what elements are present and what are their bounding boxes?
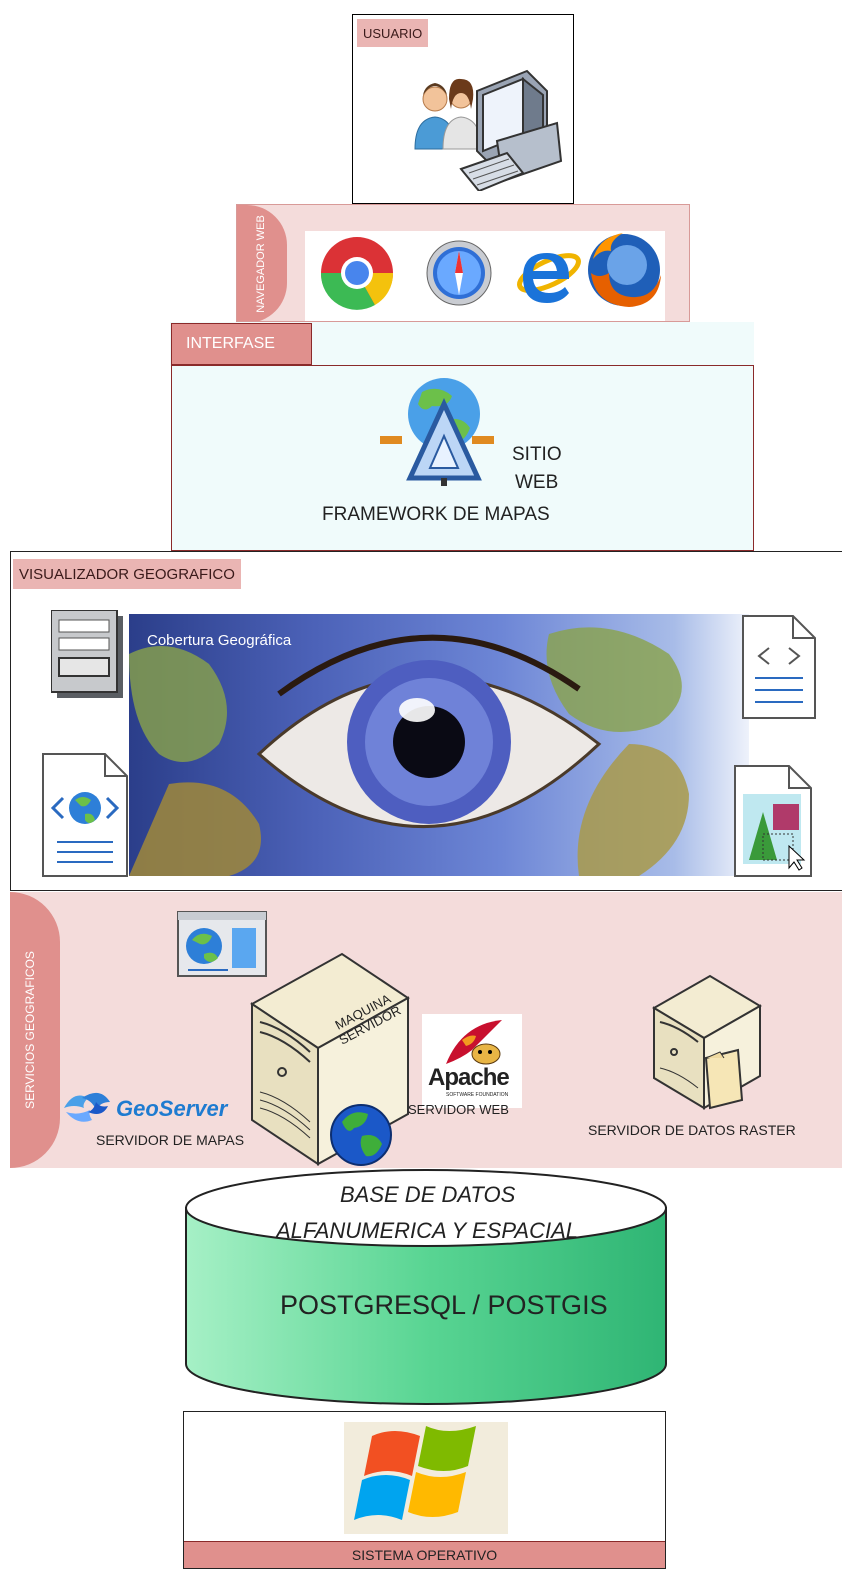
apache-logo: Apache SOFTWARE FOUNDATION (422, 1014, 522, 1108)
navegador-box: NAVEGADOR WEB (236, 204, 690, 322)
usuario-box: USUARIO (352, 14, 574, 204)
eye-earth-image: Cobertura Geográfica (129, 614, 749, 876)
navegador-tag: NAVEGADOR WEB (255, 215, 267, 313)
servidor-web-label: SERVIDOR WEB (408, 1102, 509, 1117)
globe-icon (330, 1104, 392, 1166)
windows-logo-icon (344, 1422, 508, 1534)
geoserver-logo-text: GeoServer (116, 1096, 228, 1121)
raster-server-icon (652, 974, 762, 1110)
interfase-box: SITIO WEB FRAMEWORK DE MAPAS (171, 365, 754, 551)
apache-feather-icon (446, 1020, 502, 1065)
map-window-icon (177, 911, 267, 977)
sistema-box: SISTEMA OPERATIVO (183, 1411, 666, 1569)
db-title-line1: BASE DE DATOS (340, 1182, 516, 1207)
interfase-tag: INTERFASE (171, 323, 312, 365)
servidor-raster-label: SERVIDOR DE DATOS RASTER (588, 1122, 796, 1138)
code-document-icon (742, 615, 816, 719)
servicios-tag: SERVICIOS GEOGRAFICOS (23, 951, 37, 1109)
visualizador-tag: VISUALIZADOR GEOGRAFICO (13, 559, 241, 589)
eye-graphic (129, 627, 689, 876)
web-label: WEB (515, 472, 559, 493)
database-cylinder (185, 1169, 667, 1405)
visualizador-box: VISUALIZADOR GEOGRAFICO Cobertura Geográ… (10, 551, 842, 891)
web-document-icon (42, 753, 128, 877)
servidor-mapas-label: SERVIDOR DE MAPAS (96, 1132, 245, 1148)
servicios-tag-band (10, 892, 60, 1168)
apache-logo-subtext: SOFTWARE FOUNDATION (446, 1092, 509, 1098)
safari-icon (426, 240, 492, 306)
form-window-icon (51, 610, 123, 698)
sistema-tag: SISTEMA OPERATIVO (184, 1541, 665, 1568)
internet-explorer-icon (517, 253, 581, 303)
navegador-tag-band (237, 205, 287, 321)
db-title-line2: ALFANUMERICA Y ESPACIAL (276, 1218, 578, 1243)
framework-label: FRAMEWORK DE MAPAS (322, 504, 550, 525)
apache-logo-text: Apache (428, 1064, 510, 1091)
graphic-document-icon (734, 765, 812, 877)
servicios-box: SERVICIOS GEOGRAFICOS MAQUINA SERVIDOR (10, 892, 842, 1168)
map-framework-logo-icon (380, 378, 494, 486)
chrome-icon (320, 237, 394, 310)
sitio-label: SITIO (512, 444, 562, 465)
computer-icon (459, 69, 563, 191)
firefox-icon (588, 233, 661, 307)
geoserver-logo-icon (64, 1092, 110, 1122)
usuario-tag: USUARIO (357, 19, 429, 47)
db-engine-label: POSTGRESQL / POSTGIS (280, 1290, 608, 1320)
image-caption: Cobertura Geográfica (147, 632, 292, 649)
